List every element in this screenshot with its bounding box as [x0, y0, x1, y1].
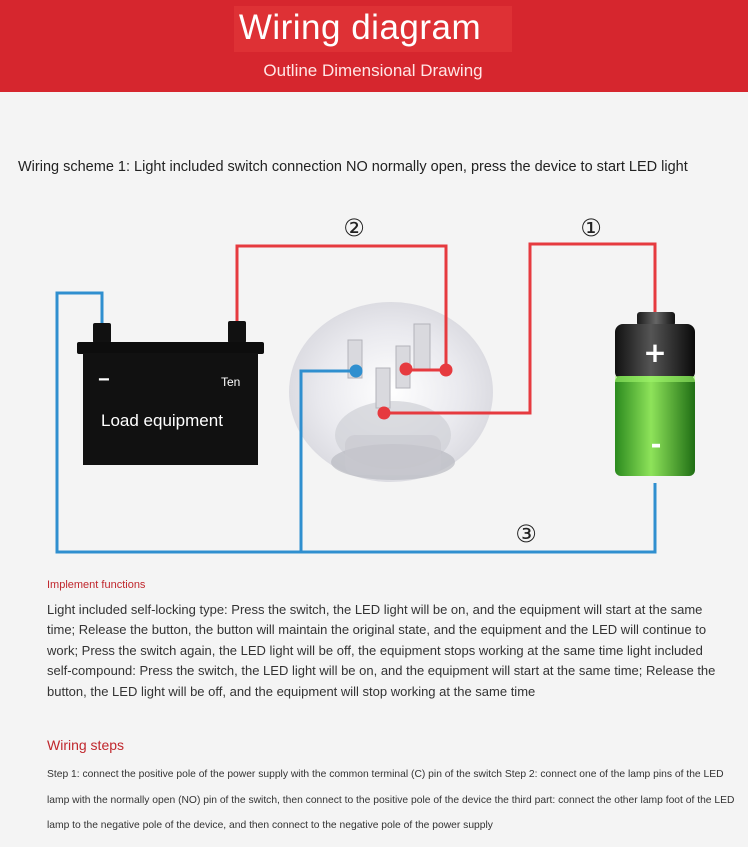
header-banner: Wiring diagram Outline Dimensional Drawi… — [0, 0, 748, 92]
marker-2: ② — [343, 214, 365, 242]
load-minus-label: − — [98, 369, 110, 391]
blue-wire-group — [55, 291, 657, 554]
title-highlight — [234, 6, 512, 52]
marker-3: ③ — [515, 520, 537, 548]
red-wire-group — [235, 242, 657, 415]
wiring-steps-text: Step 1: connect the positive pole of the… — [47, 769, 735, 831]
common-pin-dot — [349, 364, 363, 378]
red-wire-positive-supply — [384, 242, 657, 415]
battery-plus-label: + — [643, 336, 666, 369]
load-equipment-label: Load equipment — [101, 411, 223, 430]
push-switch-illustration — [289, 302, 493, 482]
implement-functions-text: Light included self-locking type: Press … — [47, 602, 716, 699]
lamp-pin-dot — [439, 363, 453, 377]
supply-pin-dot — [377, 406, 391, 420]
wiring-scheme-caption: Wiring scheme 1: Light included switch c… — [18, 159, 688, 175]
load-equipment: − Ten Load equipment — [77, 321, 264, 465]
load-tag-label: Ten — [221, 375, 240, 389]
marker-1: ① — [580, 214, 602, 242]
wiring-diagram: − Ten Load equipment + - ② ① ③ — [55, 214, 695, 554]
page-title: Wiring diagram — [238, 8, 482, 47]
battery-minus-label: - — [651, 430, 662, 460]
blue-wire-negative — [55, 291, 657, 554]
implement-functions-heading: Implement functions — [47, 579, 146, 591]
battery-illustration: + - — [615, 312, 695, 476]
wiring-steps-heading: Wiring steps — [47, 737, 125, 753]
blue-wire-switch — [299, 369, 356, 552]
red-wire-positive-load — [235, 244, 448, 370]
page-subtitle: Outline Dimensional Drawing — [263, 61, 483, 80]
no-pin-dot — [399, 362, 413, 376]
